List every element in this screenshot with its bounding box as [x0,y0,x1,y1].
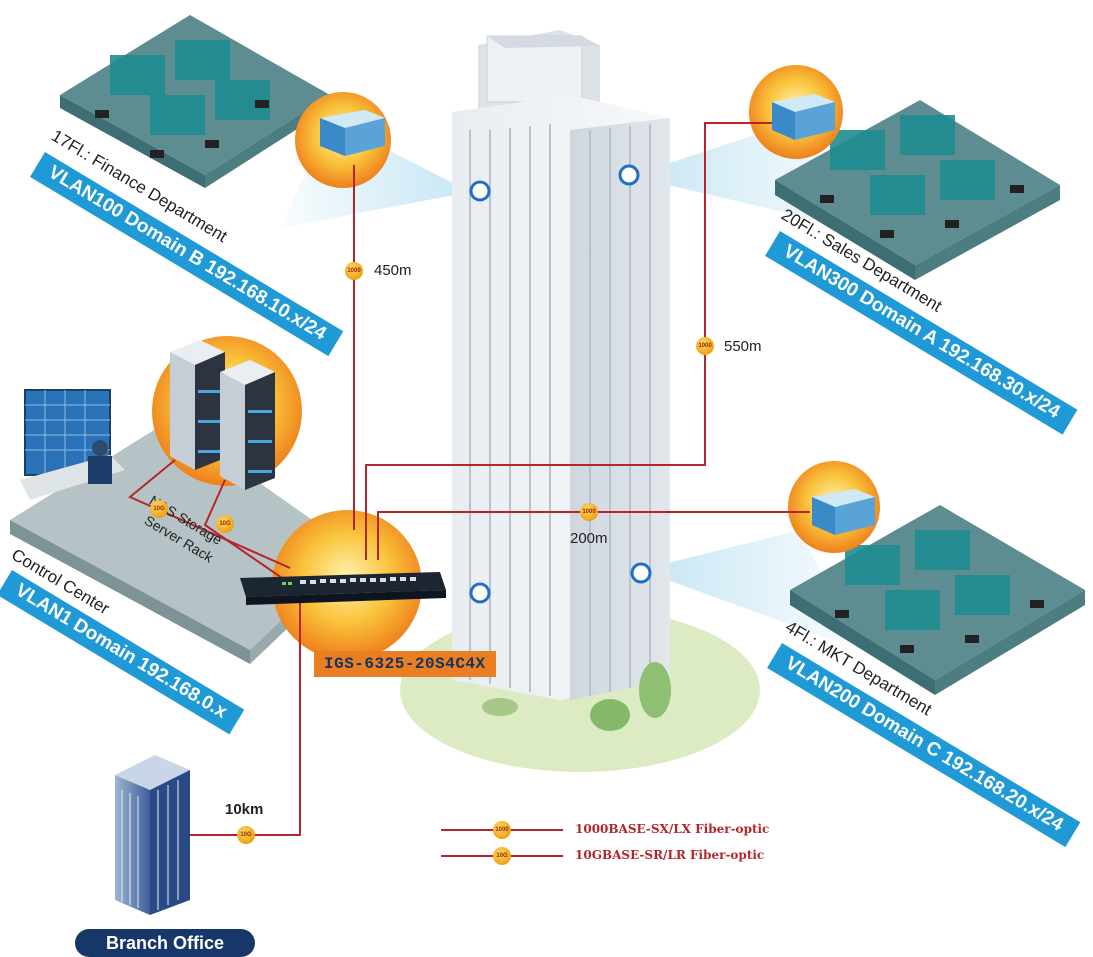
floor-marker-core [469,582,491,604]
floor-marker-mkt [630,562,652,584]
finance-office [60,15,330,188]
fiber-sales [365,122,772,560]
legend-label: 1000BASE-SX/LX Fiber-optic [575,822,770,836]
core-switch-icon [240,572,446,605]
branch-link-badge: 10G [237,826,255,844]
core-switch-model-label: IGS-6325-20S4C4X [314,651,496,677]
nas-link-badge-a: 10G [150,500,168,518]
sales-link-badge: 1000 [696,337,714,355]
switch-icon-finance [320,110,385,156]
legend-badge: 10G [493,847,511,865]
finance-link-badge: 1000 [345,262,363,280]
mkt-link-badge: 1000 [580,503,598,521]
fiber-mkt [377,511,810,560]
branch-distance: 10km [225,801,264,818]
legend-label: 10GBASE-SR/LR Fiber-optic [575,848,765,862]
sales-distance: 550m [724,338,762,355]
fiber-nas-b [203,479,286,581]
legend-item-1000base: 1000 1000BASE-SX/LX Fiber-optic [441,820,841,840]
sales-office [775,100,1060,280]
mkt-distance: 200m [570,530,608,547]
branch-building-icon [115,755,190,915]
legend-badge: 1000 [493,821,511,839]
floor-marker-sales [618,164,640,186]
main-tower [452,30,671,731]
nas-link-badge-b: 10G [216,515,234,533]
fiber-nas-a [128,459,291,569]
legend-item-10gbase: 10G 10GBASE-SR/LR Fiber-optic [441,846,841,866]
beam-mkt [640,530,860,650]
floor-marker-finance [469,180,491,202]
branch-office-label: Branch Office [75,929,255,957]
mkt-office [790,505,1085,695]
switch-icon-mkt [812,489,875,535]
fiber-branch [180,598,301,836]
server-rack-icon [170,340,275,490]
finance-distance: 450m [374,262,412,279]
switch-icon-sales [772,94,835,140]
